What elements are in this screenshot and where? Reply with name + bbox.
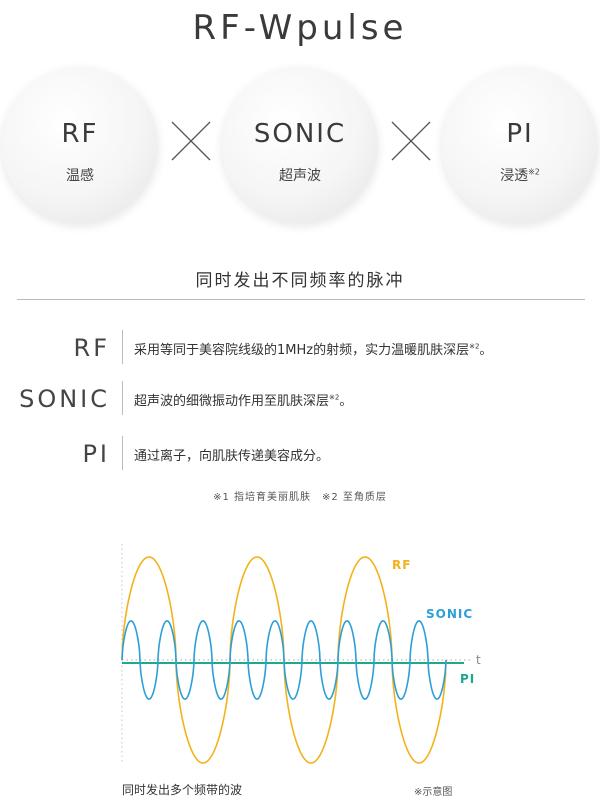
chart-caption: 同时发出多个频带的波: [122, 783, 243, 797]
feature-label: RF: [73, 334, 110, 362]
feature-label: PI: [82, 440, 110, 468]
circle-rf: RF 温感: [2, 67, 158, 223]
feature-sup: ※2: [469, 342, 480, 351]
circle-sonic-sub: 超声波: [279, 168, 321, 184]
feature-sup: ※2: [329, 393, 340, 402]
circle-sonic: SONIC 超声波: [222, 67, 378, 223]
circle-pi-sup: ※2: [528, 167, 540, 177]
feature-end: 。: [339, 394, 353, 409]
footnote: ※1 指培育美丽肌肤 ※2 至角质层: [213, 492, 387, 503]
series-label-sonic: SONIC: [426, 607, 473, 621]
times-icon: [391, 121, 431, 161]
feature-label: SONIC: [19, 385, 110, 413]
feature-desc: 超声波的细微振动作用至肌肤深层: [134, 394, 330, 409]
divider: [17, 299, 585, 300]
feature-end: 。: [479, 343, 493, 358]
feature-desc: 通过离子，向肌肤传递美容成分。: [134, 449, 330, 464]
series-label-pi: PI: [460, 672, 475, 686]
times-icon: [171, 121, 211, 161]
series-line-sonic: [121, 620, 447, 700]
feature-row-sonic: SONIC 超声波的细微振动作用至肌肤深层※2。: [0, 381, 600, 417]
row-divider: [122, 381, 123, 415]
feature-desc: 采用等同于美容院线级的1MHz的射频，实力温暖肌肤深层: [134, 343, 470, 358]
feature-row-rf: RF 采用等同于美容院线级的1MHz的射频，实力温暖肌肤深层※2。: [0, 330, 600, 366]
feature-row-pi: PI 通过离子，向肌肤传递美容成分。: [0, 436, 600, 472]
x-axis-label: t: [476, 653, 481, 667]
section-title: 同时发出不同频率的脉冲: [195, 271, 405, 291]
circle-pi: PI 浸透※2: [442, 67, 598, 223]
page-title: RF-Wpulse: [192, 8, 408, 48]
chart-note: ※示意图: [414, 787, 453, 798]
circle-pi-sub: 浸透: [500, 168, 529, 184]
series-label-rf: RF: [392, 558, 411, 572]
circle-pi-name: PI: [506, 119, 534, 149]
row-divider: [122, 330, 123, 364]
circle-sonic-name: SONIC: [253, 119, 347, 149]
circle-rf-name: RF: [61, 119, 99, 149]
row-divider: [122, 436, 123, 470]
wave-chart: t RF SONIC PI: [121, 544, 481, 764]
circle-rf-sub: 温感: [66, 168, 94, 184]
